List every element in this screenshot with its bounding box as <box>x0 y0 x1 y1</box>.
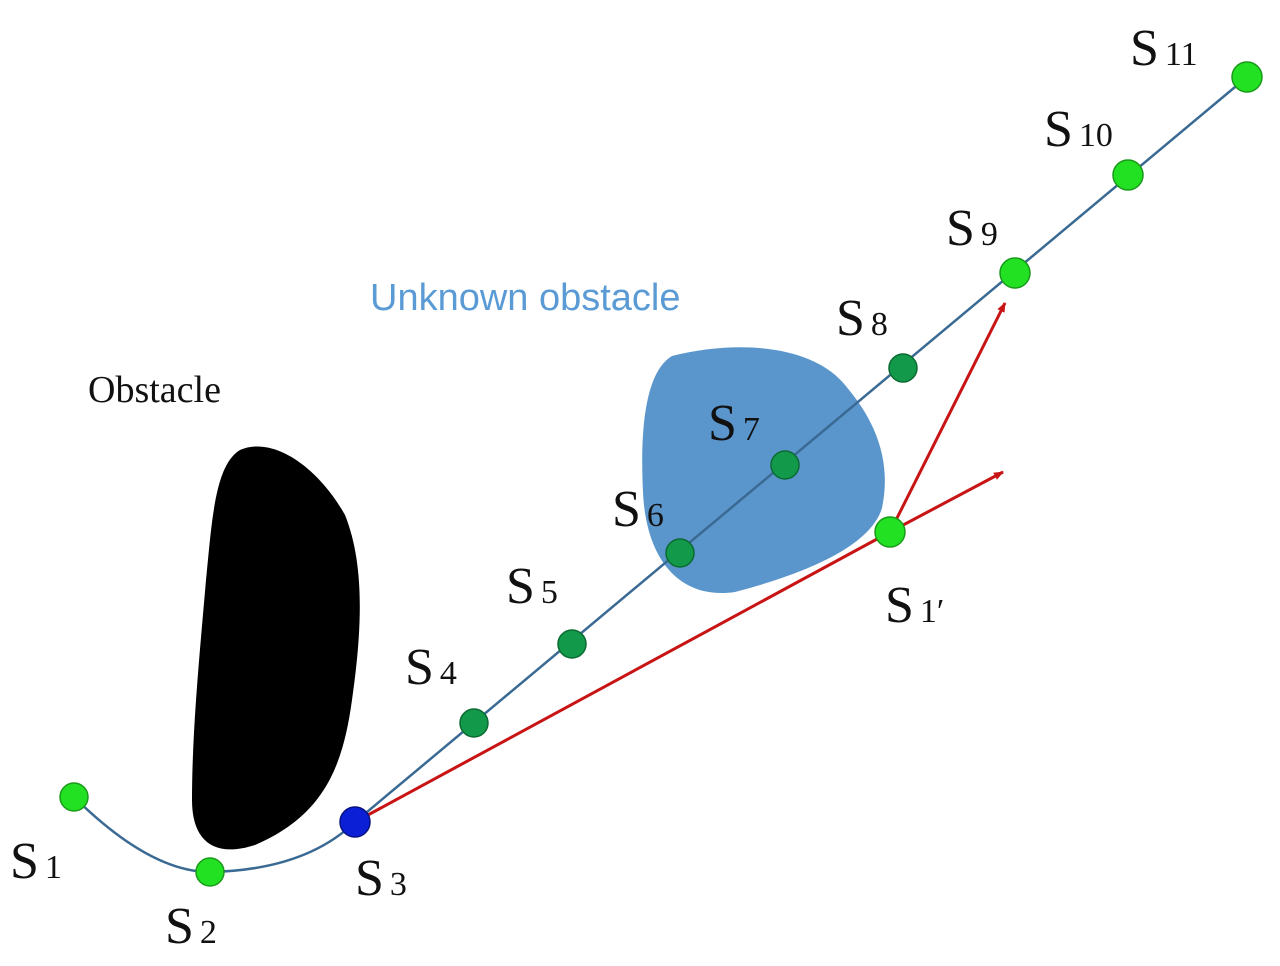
waypoint-node-s1prime <box>874 516 906 548</box>
waypoint-node-s4 <box>459 708 489 738</box>
waypoint-node-s3 <box>339 806 371 838</box>
waypoint-node-s9 <box>999 257 1031 289</box>
obstacle-label: Obstacle <box>88 369 221 411</box>
waypoint-node-s10 <box>1112 159 1144 191</box>
waypoint-node-s8 <box>888 353 918 383</box>
waypoint-node-s6 <box>665 538 695 568</box>
detour-arrow-s1prime-right <box>889 470 1004 534</box>
waypoint-node-s1 <box>59 782 89 812</box>
waypoint-nodes <box>59 61 1263 887</box>
detour-arrow-s3-to-s1prime <box>354 530 891 824</box>
waypoint-node-s5 <box>557 629 587 659</box>
known-obstacle-shape <box>192 446 360 850</box>
waypoint-node-s7 <box>770 450 800 480</box>
detour-arrow-s1prime-to-s9 <box>888 302 1007 533</box>
waypoint-node-s11 <box>1231 61 1263 93</box>
waypoint-node-s2 <box>195 857 225 887</box>
planned-path-line <box>354 76 1248 823</box>
unknown-obstacle-label: Unknown obstacle <box>370 277 681 319</box>
